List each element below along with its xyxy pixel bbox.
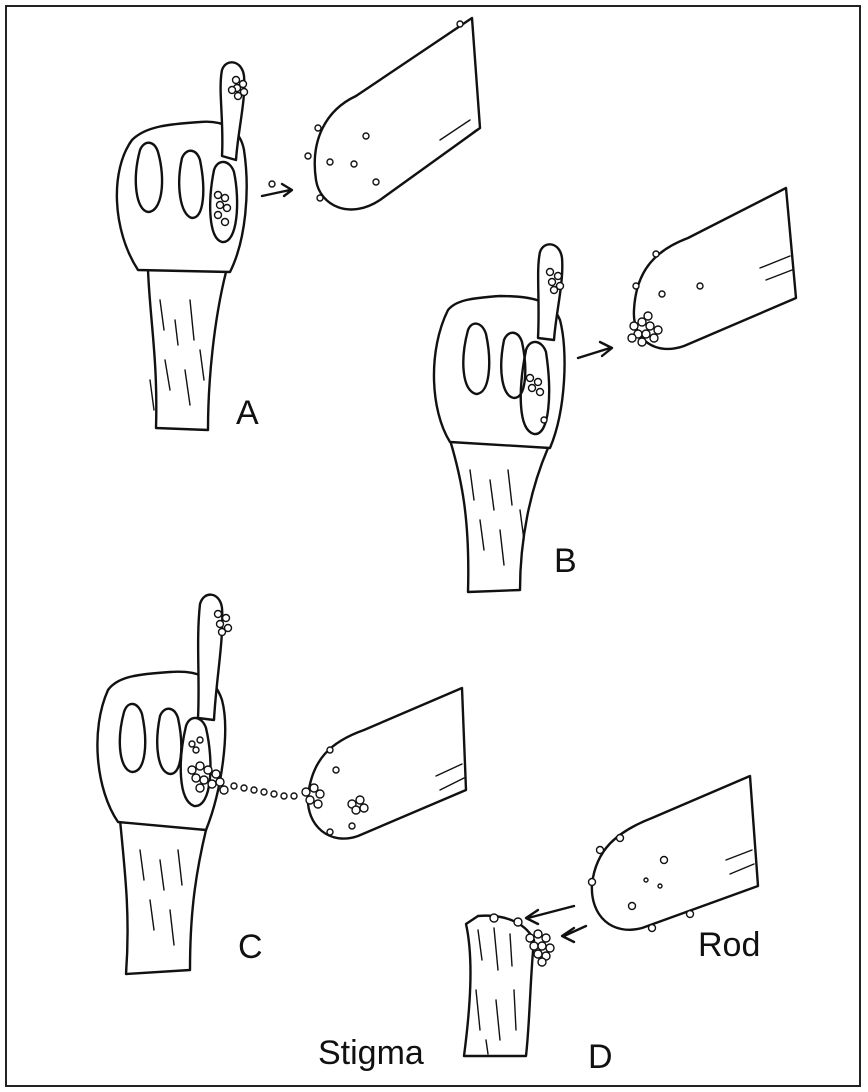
- panel-b-flower: [434, 244, 565, 592]
- panel-d-arrow-upper: [526, 906, 574, 924]
- panel-a-rod: [305, 18, 480, 209]
- label-stigma: Stigma: [318, 1036, 424, 1070]
- label-a: A: [236, 396, 259, 430]
- panel-a-flower: [117, 62, 248, 430]
- panel-d-rod: [589, 776, 759, 932]
- panel-b-arrow: [578, 342, 612, 358]
- panel-d-arrow-lower: [562, 926, 586, 942]
- label-d: D: [588, 1040, 613, 1074]
- panel-b-rod: [628, 188, 796, 349]
- panel-a-arrow: [262, 184, 292, 196]
- label-b: B: [554, 544, 577, 578]
- label-c: C: [238, 930, 263, 964]
- panel-d-stigma: [464, 914, 554, 1056]
- panel-c-rod: [302, 688, 466, 839]
- label-rod: Rod: [698, 928, 760, 962]
